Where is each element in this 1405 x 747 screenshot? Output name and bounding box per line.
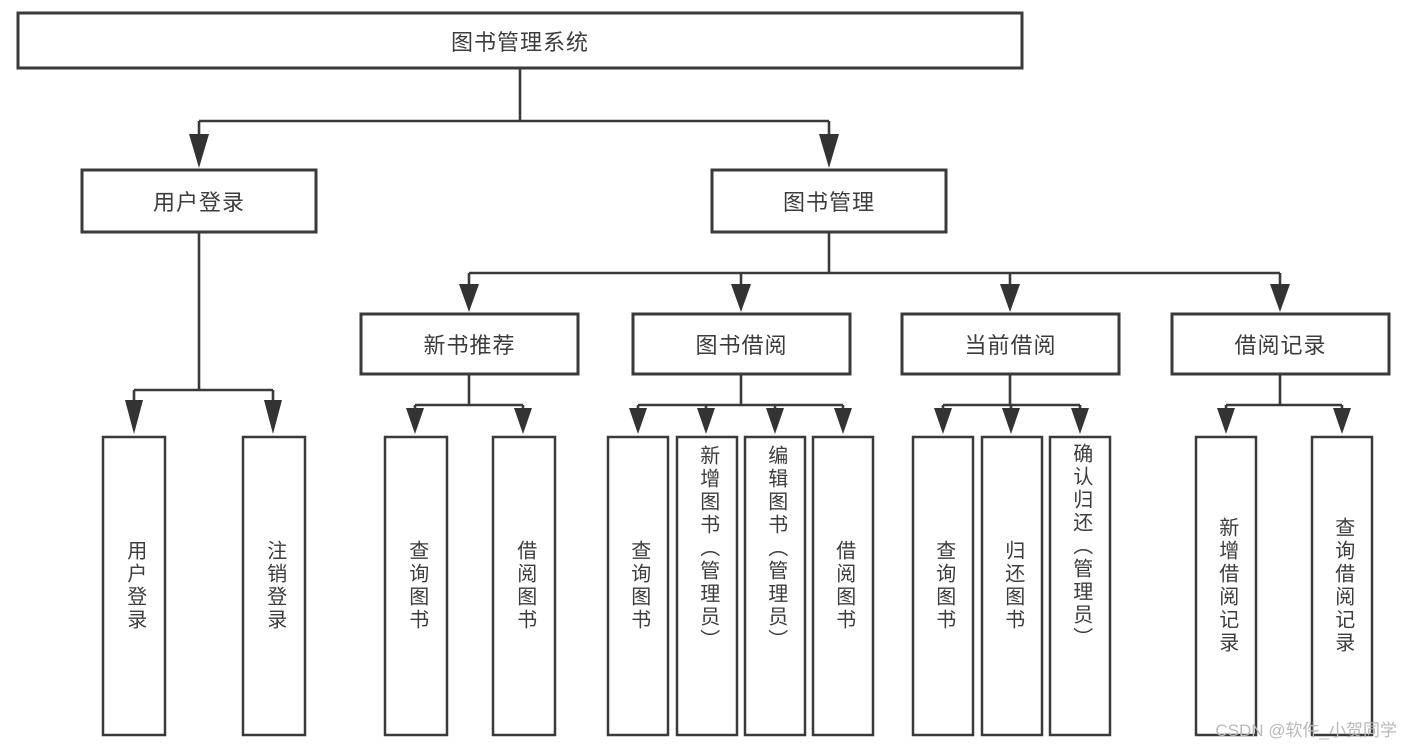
arrow-head-bb-leaf1 [629, 408, 647, 434]
leaf-box-logout[interactable] [241, 435, 307, 737]
leaf-box-nb-borrow[interactable] [491, 435, 557, 737]
arrow-head-bb-leaf4 [834, 408, 852, 434]
leaf-box-user-login[interactable] [101, 435, 167, 737]
arrow-head-br-leaf2 [1333, 408, 1351, 434]
node-borrow-record-box[interactable] [1170, 312, 1391, 376]
leaf-box-bb-edit[interactable] [743, 435, 807, 737]
node-current-borrow-box[interactable] [900, 312, 1121, 376]
arrow-head-bb-leaf2 [697, 408, 715, 434]
csdn-watermark: CSDN @软件_小贺同学 [1215, 721, 1397, 740]
node-root-box[interactable] [16, 11, 1024, 70]
arrow-head-leaf-user-login [125, 400, 143, 434]
node-user-login-box[interactable] [80, 168, 318, 234]
node-book-manage-box[interactable] [710, 168, 948, 234]
arrow-head-borrow-record [1270, 284, 1290, 312]
arrow-head-br-leaf1 [1217, 408, 1235, 434]
arrow-head-nb-leaf1 [406, 408, 424, 434]
leaf-box-bb-borrow[interactable] [811, 435, 875, 737]
leaf-box-br-query[interactable] [1310, 435, 1374, 737]
leaf-box-cb-confirm[interactable] [1048, 435, 1112, 737]
arrow-head-leaf-logout [264, 400, 282, 434]
arrow-head-book-borrow [731, 284, 751, 312]
node-book-borrow-box[interactable] [631, 312, 852, 376]
arrow-head-user-login [189, 134, 209, 168]
leaf-box-nb-query[interactable] [383, 435, 449, 737]
arrow-head-cb-leaf2 [1002, 408, 1020, 434]
arrow-head-cb-leaf1 [934, 408, 952, 434]
leaf-box-bb-query[interactable] [606, 435, 670, 737]
node-new-book-box[interactable] [359, 312, 580, 376]
arrow-head-current-borrow [1000, 284, 1020, 312]
leaf-box-cb-query[interactable] [911, 435, 975, 737]
leaf-box-br-add[interactable] [1194, 435, 1258, 737]
leaf-box-bb-add[interactable] [675, 435, 739, 737]
leaf-box-cb-return[interactable] [980, 435, 1044, 737]
arrow-head-nb-leaf2 [514, 408, 532, 434]
arrow-head-bb-leaf3 [766, 408, 784, 434]
arrow-head-new-book [459, 284, 479, 312]
arrow-head-book-manage [819, 134, 839, 168]
arrow-head-cb-leaf3 [1071, 408, 1089, 434]
